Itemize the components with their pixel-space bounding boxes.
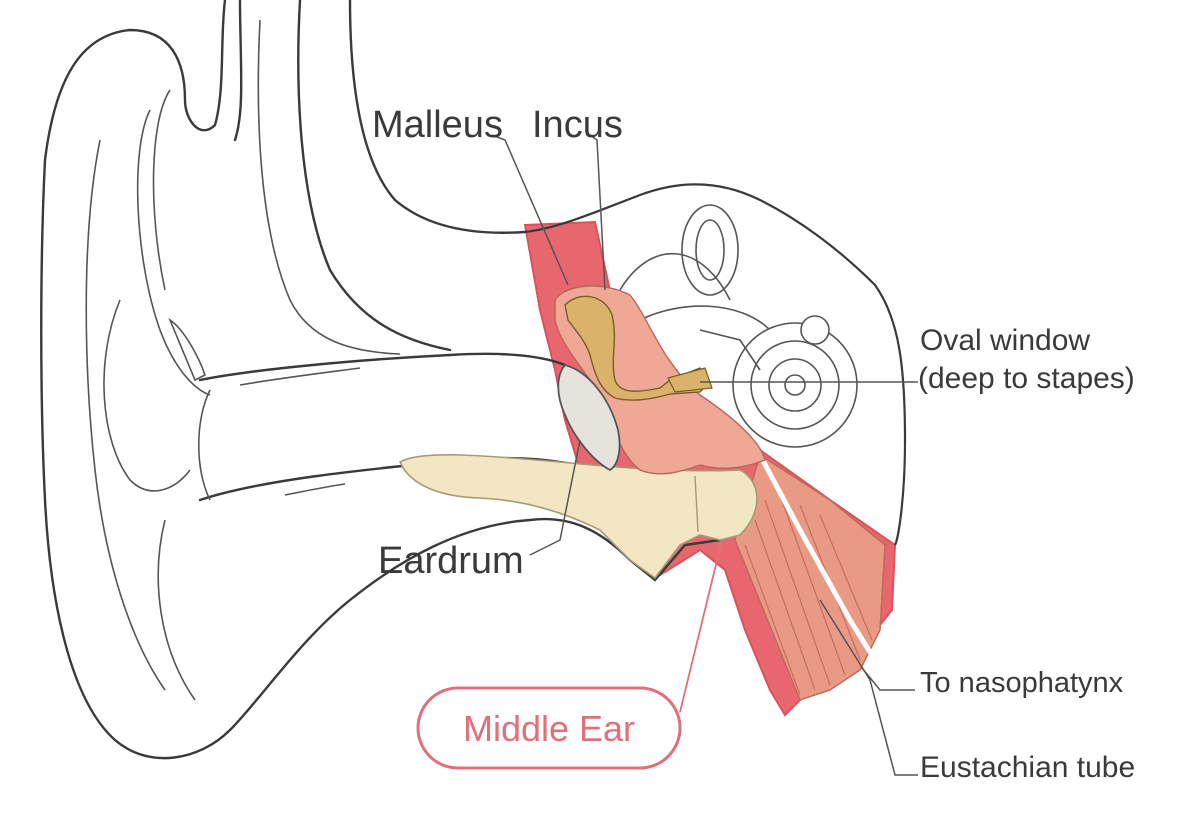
cartilage bbox=[398, 453, 758, 580]
label-to-nasopharynx: To nasophatynx bbox=[920, 667, 1124, 699]
eardrum-membrane bbox=[557, 363, 621, 472]
inner-ear-outline bbox=[524, 183, 907, 546]
pinna-folds bbox=[85, 19, 401, 701]
label-middle-ear: Middle Ear bbox=[463, 708, 635, 749]
label-eardrum: Eardrum bbox=[378, 540, 524, 582]
middle-ear-leader bbox=[679, 539, 723, 713]
label-incus: Incus bbox=[532, 104, 623, 146]
ossicles bbox=[564, 295, 713, 401]
leader-lines bbox=[491, 134, 918, 776]
inner-ear-structures bbox=[619, 204, 858, 448]
outer-ear-outline bbox=[40, 0, 722, 760]
label-oval-window: Oval window bbox=[920, 324, 1090, 357]
eustachian-tube bbox=[734, 453, 886, 701]
label-oval-window-note: (deep to stapes) bbox=[918, 362, 1135, 395]
label-malleus: Malleus bbox=[372, 104, 503, 146]
label-eustachian-tube: Eustachian tube bbox=[920, 751, 1135, 784]
middle-ear-badge: Middle Ear bbox=[416, 686, 682, 770]
